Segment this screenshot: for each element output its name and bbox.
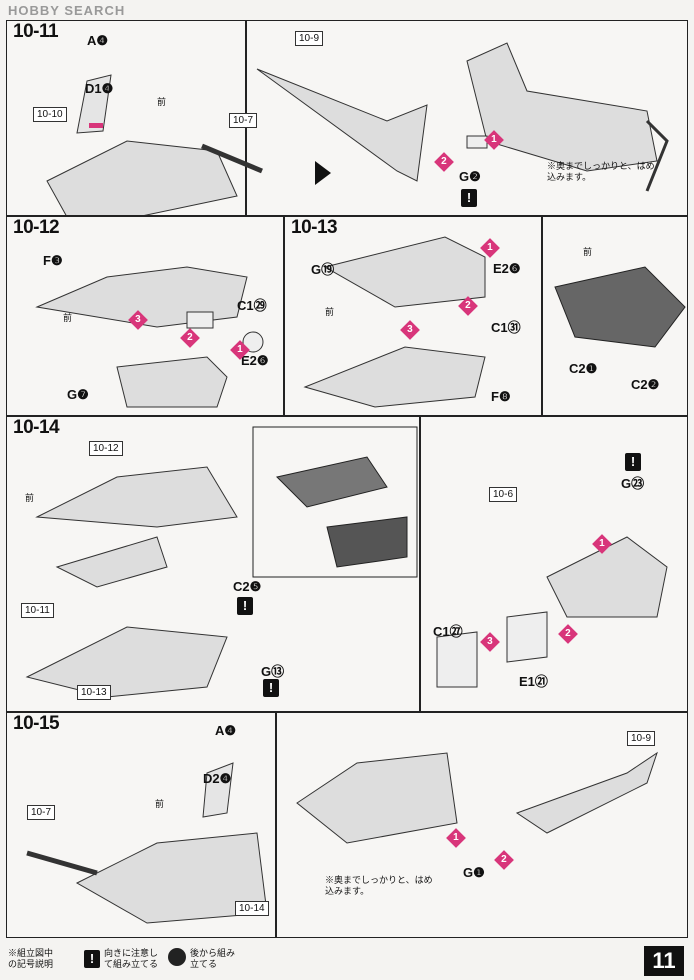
part-label: G❶: [463, 865, 485, 880]
step-10-12-panel: 10-12 F❸ C1㉙ E2❻ G❼ 前 3 2 1: [6, 216, 284, 416]
step-title: 10-13: [291, 217, 338, 238]
watermark: HOBBY SEARCH: [8, 3, 126, 18]
part-label: D2❹: [203, 771, 232, 786]
direction-mark: 前: [155, 799, 165, 809]
step-10-15-drawing: [26, 751, 658, 924]
part-label: G⑬: [261, 664, 285, 679]
part-label: G❷: [459, 169, 481, 184]
part-label: A❹: [215, 723, 237, 738]
step-10-11-drawing: [46, 42, 669, 215]
step-10-14-drawing: [25, 426, 668, 698]
ref-tag: 10-9: [295, 31, 324, 46]
part-label: G❼: [67, 387, 89, 402]
ref-tag: 10-12: [89, 441, 123, 456]
caution-icon: !: [263, 679, 279, 697]
caution-icon: !: [84, 950, 100, 968]
part-label: E2❻: [493, 261, 521, 276]
legend-item: 後から組み立てる: [190, 948, 236, 969]
part-label: C2❶: [569, 361, 598, 376]
direction-mark: 前: [325, 307, 335, 317]
ref-tag: 10-13: [77, 685, 111, 700]
ref-tag: 10-14: [235, 901, 269, 916]
part-label: C1㉗: [433, 624, 463, 639]
part-label: F❽: [491, 389, 511, 404]
part-label: F❸: [43, 253, 63, 268]
step-title: 10-15: [13, 713, 60, 734]
step-10-14-panel: 10-14 10-12 10-11 10-13 10-6 前 C2❺ ! G⑬ …: [6, 416, 688, 712]
step-title: 10-14: [13, 417, 60, 438]
step-10-15-panel: 10-15 A❹ D2❹ 10-7 10-14 10-9 前 1 2 G❶ ※奥…: [6, 712, 688, 938]
page-number: 11: [644, 946, 684, 976]
caution-icon: !: [237, 597, 253, 615]
direction-mark: 前: [157, 97, 167, 107]
ref-tag: 10-10: [33, 107, 67, 122]
footer-legend: ※組立図中の記号説明 ! 向きに注意して組み立てる 後から組み立てる 11: [0, 942, 694, 980]
step-10-11-panel: 10-11 A❹ D1❹ 10-10 10-7 前 10-9 1 2 G❷ ! …: [6, 20, 688, 216]
step-10-12-drawing: [35, 266, 264, 408]
ref-tag: 10-9: [627, 731, 656, 746]
legend-item: 向きに注意して組み立てる: [104, 948, 159, 969]
part-label: E1㉑: [519, 674, 548, 689]
part-label: D1❹: [85, 81, 114, 96]
ref-tag: 10-7: [27, 805, 56, 820]
step-title: 10-12: [13, 217, 60, 238]
later-assembly-icon: [168, 948, 186, 966]
step-10-13-panel: 10-13 G⑲ E2❻ C1㉛ F❽ C2❶ C2❷ 前 前 1 2 3: [284, 216, 688, 416]
step-10-13-drawing: [303, 236, 686, 408]
part-label: C2❺: [233, 579, 262, 594]
ref-tag: 10-7: [229, 113, 258, 128]
direction-mark: 前: [63, 313, 73, 323]
legend-title: ※組立図中の記号説明: [8, 948, 54, 969]
part-label: G㉓: [621, 476, 645, 491]
step-title: 10-11: [13, 21, 59, 42]
part-label: G⑲: [311, 262, 335, 277]
insert-note: ※奥までしっかりと、はめ込みます。: [325, 875, 433, 896]
direction-mark: 前: [25, 493, 35, 503]
direction-mark: 前: [583, 247, 593, 257]
part-label: C1㉛: [491, 320, 521, 335]
part-label: E2❻: [241, 353, 269, 368]
caution-icon: !: [625, 453, 641, 471]
ref-tag: 10-6: [489, 487, 518, 502]
part-label: C1㉙: [237, 298, 267, 313]
caution-icon: !: [461, 189, 477, 207]
part-label: C2❷: [631, 377, 660, 392]
ref-tag: 10-11: [21, 603, 54, 618]
insert-note: ※奥までしっかりと、はめ込みます。: [547, 161, 655, 182]
part-label: A❹: [87, 33, 109, 48]
